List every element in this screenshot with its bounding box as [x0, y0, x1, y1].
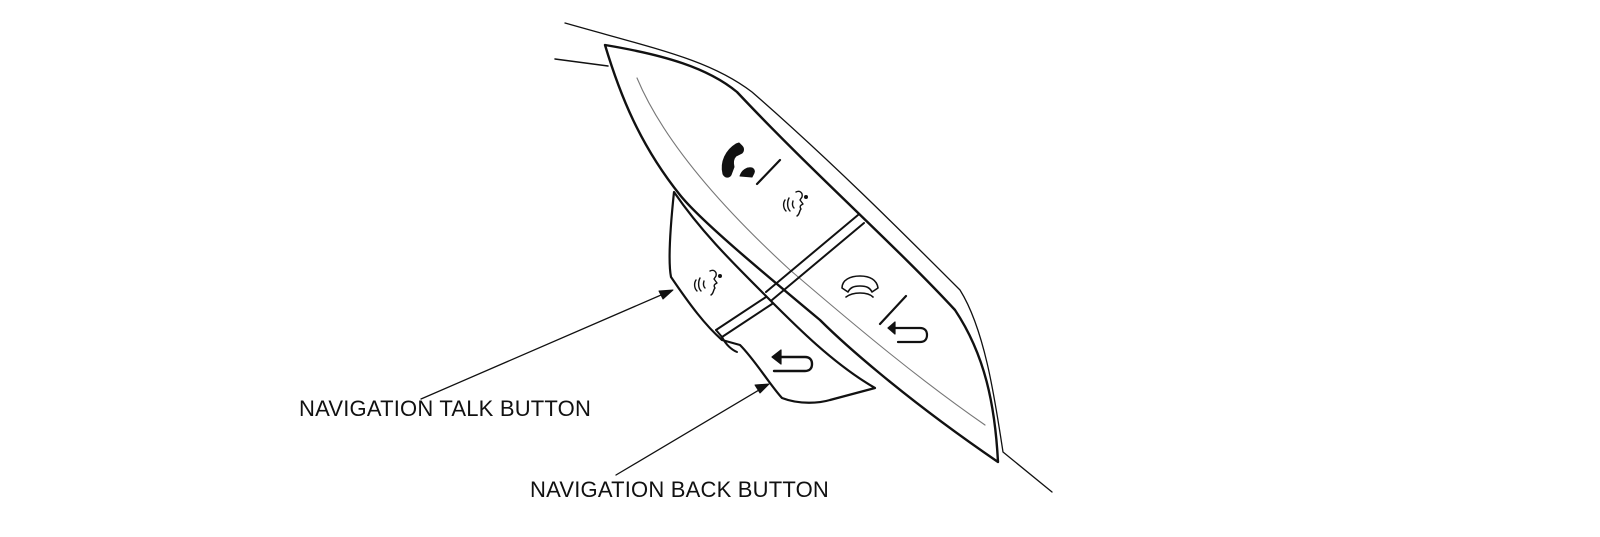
back-arrow-icon — [887, 321, 929, 344]
pickup-talk-button[interactable] — [721, 142, 809, 217]
slash-separator — [755, 158, 782, 186]
lower-button-pod — [668, 190, 877, 404]
navigation-back-button-label: NAVIGATION BACK BUTTON — [530, 477, 829, 502]
talk-voice-icon — [782, 190, 809, 217]
slash-separator — [878, 294, 908, 326]
steering-wheel-rim — [554, 22, 1053, 493]
hangup-back-button[interactable] — [841, 275, 929, 344]
navigation-back-button[interactable] — [771, 349, 814, 373]
upper-divider — [765, 214, 865, 301]
talk-leader-line — [420, 289, 674, 400]
back-leader-line — [615, 383, 770, 476]
phone-pickup-icon — [721, 142, 755, 178]
back-arrow-icon — [771, 349, 814, 373]
phone-hangup-icon — [841, 275, 879, 298]
navigation-talk-button-label: NAVIGATION TALK BUTTON — [299, 396, 592, 421]
talk-voice-icon — [693, 269, 723, 296]
switch-panel-housing — [603, 43, 1000, 464]
navigation-talk-button[interactable] — [693, 269, 723, 296]
lower-divider — [715, 296, 773, 353]
